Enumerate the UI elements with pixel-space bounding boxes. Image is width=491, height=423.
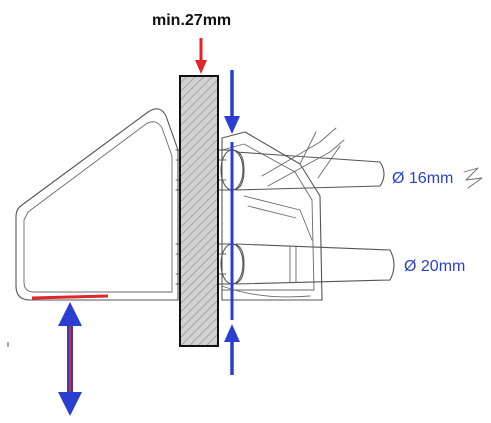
tube-lower — [235, 243, 395, 285]
housing-inner-edge — [23, 121, 173, 293]
tube-upper-wires — [261, 127, 345, 187]
ground-reference-line — [31, 294, 109, 300]
clamp-range-arrow-down-icon — [224, 116, 240, 134]
clamp-body-outline — [221, 131, 323, 301]
tube-lower-diameter-label: Ø 20mm — [404, 258, 465, 275]
tube-lower-cross — [289, 245, 297, 283]
tube-upper — [235, 151, 385, 191]
label-bg-upper — [386, 164, 462, 190]
clamp-range-arrow-up-icon — [224, 324, 240, 342]
housing-outline — [15, 108, 179, 301]
clamp-body-inner — [221, 143, 315, 291]
tube-upper-diameter-label: Ø 16mm — [392, 170, 453, 187]
clamp-lower-lip — [221, 285, 311, 298]
mounting-plate — [179, 75, 219, 347]
double-headed-arrow-up-icon — [58, 302, 82, 326]
red-arrow-down-icon — [195, 60, 207, 74]
double-headed-arrow-down-icon — [58, 392, 82, 416]
min-thickness-label: min.27mm — [152, 12, 231, 29]
clamp-range-marker — [224, 70, 240, 375]
height-adjust-arrow — [58, 302, 82, 416]
label-bg-lower — [398, 252, 474, 278]
thickness-pointer — [195, 38, 207, 74]
tube-link — [243, 195, 313, 241]
tube-upper-end-mark — [463, 167, 483, 189]
